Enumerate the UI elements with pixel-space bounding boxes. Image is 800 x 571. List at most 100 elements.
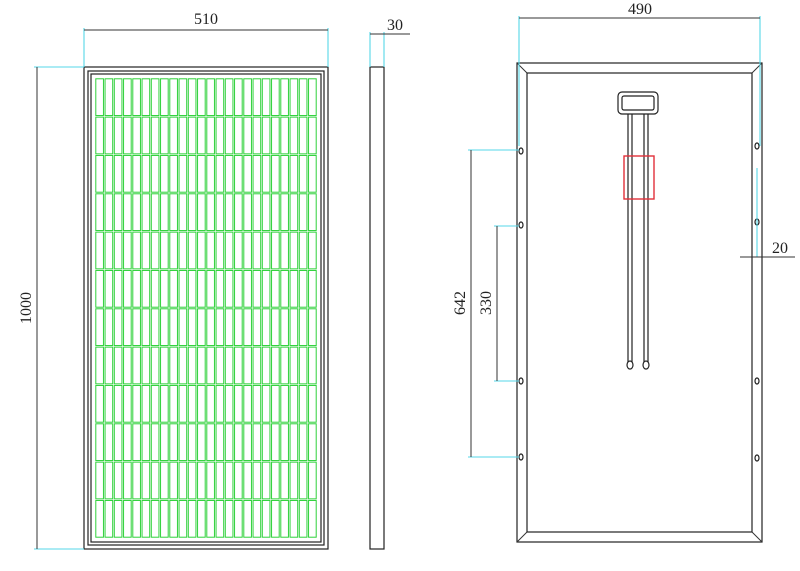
- solar-cell: [178, 384, 188, 423]
- solar-cell: [224, 384, 234, 423]
- solar-cell: [113, 346, 123, 385]
- solar-cell: [187, 384, 197, 423]
- solar-cell: [141, 269, 151, 308]
- solar-cell: [280, 499, 289, 538]
- solar-cell: [289, 346, 299, 385]
- solar-cell: [289, 78, 299, 117]
- solar-cell: [104, 193, 114, 232]
- solar-cell: [215, 269, 225, 308]
- solar-cell: [160, 116, 169, 155]
- solar-cell: [169, 346, 178, 385]
- solar-cell: [308, 308, 317, 347]
- solar-cell: [215, 423, 225, 462]
- solar-cell: [298, 384, 308, 423]
- solar-cell: [243, 193, 252, 232]
- front-frame-inner: [87, 70, 325, 546]
- solar-cell: [197, 423, 206, 462]
- solar-cell: [261, 384, 271, 423]
- solar-cell: [178, 231, 188, 270]
- solar-cell: [206, 461, 215, 500]
- solar-cell: [169, 269, 178, 308]
- front-frame-inner-2: [90, 73, 322, 543]
- solar-cell: [113, 499, 123, 538]
- solar-cell: [169, 193, 178, 232]
- solar-cell: [252, 78, 262, 117]
- solar-cell: [289, 384, 299, 423]
- solar-cell: [197, 461, 206, 500]
- solar-cell: [141, 193, 151, 232]
- mounting-hole: [518, 221, 524, 229]
- solar-cell: [169, 423, 178, 462]
- solar-cell: [178, 116, 188, 155]
- solar-cell: [308, 384, 317, 423]
- solar-cell: [252, 116, 262, 155]
- solar-cell: [298, 346, 308, 385]
- solar-cell: [150, 346, 160, 385]
- solar-cell: [104, 308, 114, 347]
- solar-cell: [123, 346, 132, 385]
- solar-cell: [215, 231, 225, 270]
- solar-cell: [224, 346, 234, 385]
- mounting-hole: [754, 142, 760, 150]
- solar-cell: [141, 384, 151, 423]
- solar-cell: [132, 346, 141, 385]
- solar-cell: [261, 461, 271, 500]
- solar-cell: [187, 116, 197, 155]
- solar-cell: [141, 423, 151, 462]
- solar-cell: [160, 499, 169, 538]
- solar-cell: [224, 193, 234, 232]
- solar-cell: [113, 308, 123, 347]
- solar-cell: [123, 308, 132, 347]
- solar-cell: [95, 193, 104, 232]
- solar-cell: [132, 308, 141, 347]
- dim-642-label: 642: [452, 291, 469, 315]
- back-frame-outer: [516, 62, 763, 543]
- solar-cell: [95, 423, 104, 462]
- solar-cell: [113, 231, 123, 270]
- solar-cell: [289, 116, 299, 155]
- solar-cell: [104, 269, 114, 308]
- solar-cell: [104, 461, 114, 500]
- solar-cell: [150, 269, 160, 308]
- solar-cell: [280, 423, 289, 462]
- solar-cell: [141, 154, 151, 193]
- solar-cell: [243, 499, 252, 538]
- solar-cell: [123, 499, 132, 538]
- solar-cell: [224, 154, 234, 193]
- solar-cell: [271, 231, 280, 270]
- solar-cell: [261, 269, 271, 308]
- solar-cell: [141, 231, 151, 270]
- junction-box-marker: [623, 155, 655, 200]
- solar-cell: [123, 384, 132, 423]
- solar-cell: [187, 269, 197, 308]
- solar-cell: [187, 499, 197, 538]
- solar-cell: [261, 231, 271, 270]
- solar-cell: [150, 231, 160, 270]
- cell-grid: [95, 78, 317, 538]
- solar-cell: [197, 269, 206, 308]
- solar-cell: [271, 116, 280, 155]
- solar-cell: [206, 346, 215, 385]
- solar-cell: [178, 423, 188, 462]
- solar-cell: [150, 461, 160, 500]
- solar-cell: [252, 461, 262, 500]
- solar-cell: [252, 346, 262, 385]
- solar-cell: [132, 231, 141, 270]
- solar-cell: [160, 78, 169, 117]
- solar-cell: [178, 461, 188, 500]
- solar-cell: [123, 231, 132, 270]
- solar-cell: [104, 116, 114, 155]
- solar-cell: [150, 116, 160, 155]
- dim-20-label: 20: [772, 240, 788, 257]
- solar-cell: [224, 116, 234, 155]
- solar-cell: [215, 116, 225, 155]
- solar-cell: [298, 193, 308, 232]
- solar-cell: [215, 193, 225, 232]
- front-height-label: 1000: [18, 292, 35, 324]
- solar-cell: [224, 499, 234, 538]
- solar-cell: [234, 78, 243, 117]
- solar-cell: [178, 78, 188, 117]
- mounting-hole: [754, 377, 760, 385]
- side-frame: [369, 66, 385, 550]
- solar-cell: [123, 78, 132, 117]
